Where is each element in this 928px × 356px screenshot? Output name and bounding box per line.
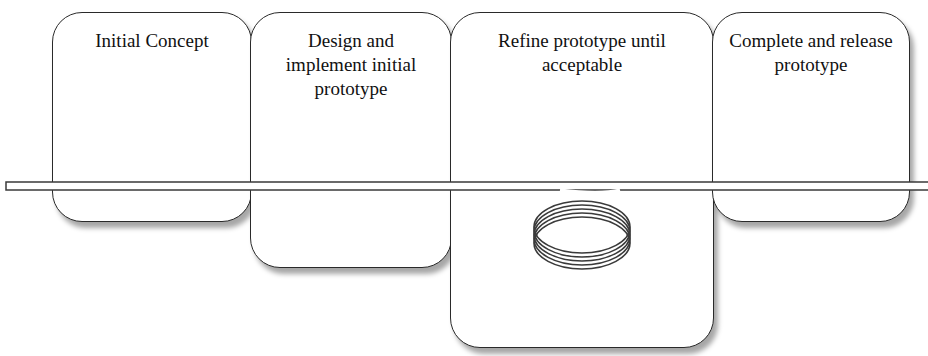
process-box: Design and implement initial prototype bbox=[250, 12, 452, 268]
box-label: Design and implement initial prototype bbox=[251, 29, 451, 101]
coil-loop bbox=[534, 205, 630, 257]
timeline-rail bbox=[6, 182, 928, 190]
process-box: Refine prototype until acceptable bbox=[450, 12, 714, 348]
box-label: Complete and release prototype bbox=[713, 29, 909, 77]
box-label: Initial Concept bbox=[53, 29, 251, 53]
coil-loop bbox=[534, 201, 630, 253]
box-label: Refine prototype until acceptable bbox=[451, 29, 713, 77]
coil-join bbox=[560, 190, 620, 193]
